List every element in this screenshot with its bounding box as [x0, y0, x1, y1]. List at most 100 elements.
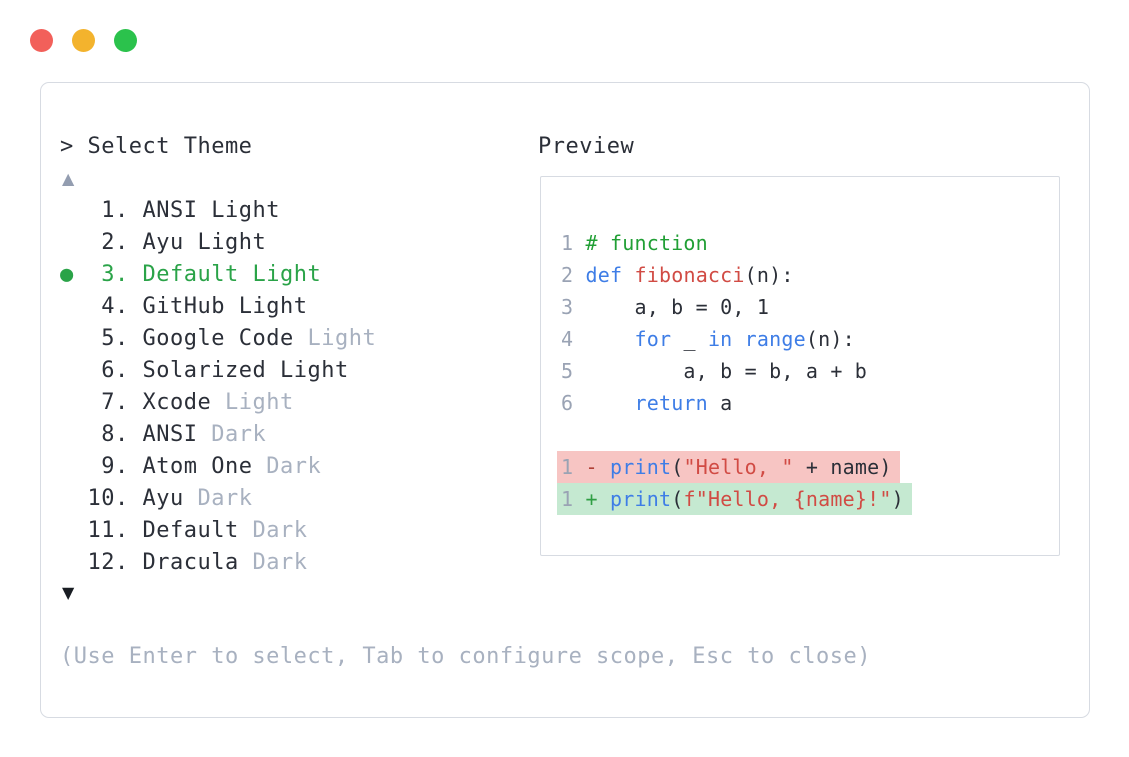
line-number: 3: [561, 295, 574, 319]
theme-item-variant: Dark: [252, 550, 308, 575]
close-button[interactable]: [30, 29, 53, 52]
code-token: [573, 487, 585, 511]
code-token: ): [891, 487, 904, 511]
code-token: # function: [585, 231, 708, 255]
theme-item[interactable]: 6. Solarized Light: [60, 355, 376, 387]
code-token: [573, 263, 585, 287]
code-token: -: [585, 455, 598, 479]
code-token: +: [585, 487, 598, 511]
theme-item[interactable]: 7. Xcode Light: [60, 387, 376, 419]
theme-item-name: Atom One: [142, 454, 253, 479]
line-number: 5: [561, 359, 574, 383]
theme-item[interactable]: 9. Atom One Dark: [60, 451, 376, 483]
code-token: for: [634, 327, 672, 351]
minimize-button[interactable]: [72, 29, 95, 52]
code-token: [573, 295, 585, 319]
code-line: 5 a, b = b, a + b: [561, 355, 912, 387]
code-token: [598, 455, 610, 479]
code-token: "Hello, ": [683, 455, 794, 479]
theme-item-variant: Dark: [211, 422, 267, 447]
theme-item[interactable]: 1. ANSI Light: [60, 195, 376, 227]
theme-item-variant: Dark: [197, 486, 253, 511]
theme-item-name: ANSI: [142, 422, 198, 447]
theme-item[interactable]: 10. Ayu Dark: [60, 483, 376, 515]
scroll-down-indicator[interactable]: ▼: [62, 583, 75, 602]
line-number: 1: [561, 231, 574, 255]
theme-item-number: 2.: [101, 230, 129, 255]
theme-item-name: Default Light: [142, 262, 322, 287]
theme-item[interactable]: 4. GitHub Light: [60, 291, 376, 323]
help-text: (Use Enter to select, Tab to configure s…: [60, 644, 871, 669]
code-token: [586, 327, 635, 351]
code-line: 3 a, b = 0, 1: [561, 291, 912, 323]
code-line: 4 for _ in range(n):: [561, 323, 912, 355]
code-token: (: [671, 455, 684, 479]
theme-item-name: Google Code: [142, 326, 294, 351]
theme-item-variant: Light: [225, 390, 294, 415]
code-token: [622, 263, 634, 287]
code-line: 1 # function: [561, 227, 912, 259]
code-token: a, b = b, a + b: [585, 359, 868, 383]
line-number: 1: [561, 455, 574, 479]
code-token: print: [610, 455, 672, 479]
code-token: [573, 231, 585, 255]
theme-item-number: 6.: [101, 358, 129, 383]
code-token: a: [707, 391, 733, 415]
code-token: (n):: [805, 327, 855, 351]
theme-item-number: 7.: [101, 390, 129, 415]
diff-highlight: 1 + print(f"Hello, {name}!"): [557, 483, 912, 515]
theme-item-name: Ayu: [142, 486, 184, 511]
code-line: [561, 419, 912, 451]
code-token: a, b = 0, 1: [585, 295, 770, 319]
code-token: _: [671, 327, 708, 351]
code-token: [573, 455, 585, 479]
theme-item-name: Solarized Light: [142, 358, 349, 383]
maximize-button[interactable]: [114, 29, 137, 52]
theme-item[interactable]: 8. ANSI Dark: [60, 419, 376, 451]
scroll-up-indicator[interactable]: ▲: [62, 169, 75, 188]
code-token: range: [744, 327, 806, 351]
code-token: in: [707, 327, 733, 351]
code-token: [573, 391, 585, 415]
line-number: 1: [561, 487, 574, 511]
code-token: (n):: [744, 263, 794, 287]
theme-item-number: 10.: [87, 486, 129, 511]
code-token: f"Hello, {name}!": [683, 487, 892, 511]
theme-item[interactable]: 2. Ayu Light: [60, 227, 376, 259]
theme-item-number: 8.: [101, 422, 129, 447]
theme-item[interactable]: 12. Dracula Dark: [60, 547, 376, 579]
theme-item-variant: Dark: [266, 454, 322, 479]
code-token: (: [671, 487, 684, 511]
code-token: def: [585, 263, 623, 287]
code-line: 2 def fibonacci(n):: [561, 259, 912, 291]
code-token: [598, 487, 610, 511]
theme-item-name: Dracula: [142, 550, 239, 575]
theme-item-name: Ayu Light: [142, 230, 267, 255]
theme-item-name: Xcode: [142, 390, 212, 415]
code-token: print: [610, 487, 672, 511]
theme-item-number: 4.: [101, 294, 129, 319]
theme-item-number: 9.: [101, 454, 129, 479]
code-token: fibonacci: [634, 263, 745, 287]
diff-removed-line: 1 - print("Hello, " + name): [557, 451, 912, 483]
theme-item-number: 1.: [101, 198, 129, 223]
theme-item[interactable]: ● 3. Default Light: [60, 259, 376, 291]
theme-item-number: 3.: [101, 262, 129, 287]
theme-item-name: ANSI Light: [142, 198, 280, 223]
code-token: + name): [793, 455, 892, 479]
code-token: [573, 359, 585, 383]
line-number: 2: [561, 263, 574, 287]
theme-item[interactable]: 5. Google Code Light: [60, 323, 376, 355]
theme-item-number: 5.: [101, 326, 129, 351]
theme-item[interactable]: 11. Default Dark: [60, 515, 376, 547]
theme-item-name: GitHub Light: [142, 294, 308, 319]
select-theme-prompt: > Select Theme: [60, 134, 253, 159]
line-number: 6: [561, 391, 574, 415]
line-number: 4: [561, 327, 574, 351]
selected-bullet-icon: ●: [60, 262, 74, 287]
